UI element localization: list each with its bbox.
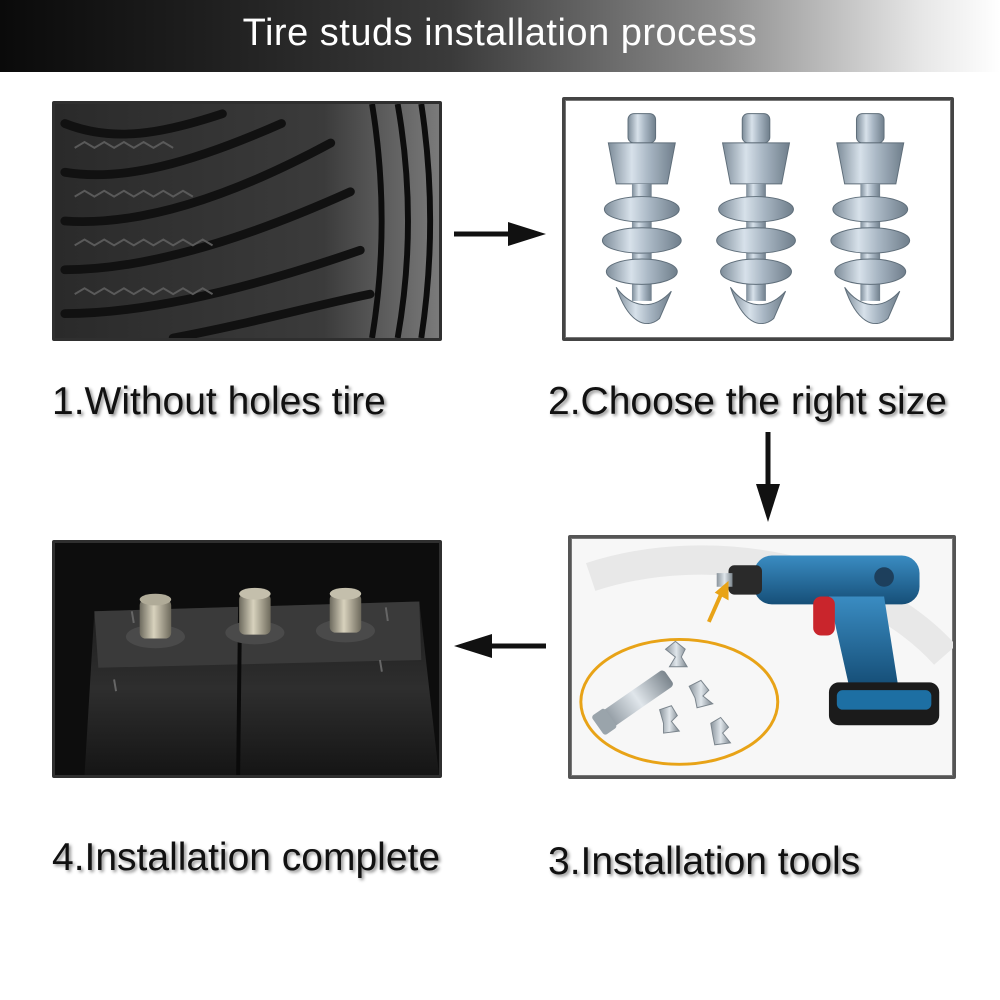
- step-3-label: 3.Installation tools: [548, 840, 861, 883]
- arrow-down-icon: [756, 432, 780, 522]
- step-1-label: 1.Without holes tire: [52, 380, 386, 423]
- arrow-right-icon: [454, 222, 546, 246]
- tire-tread-photo: [52, 101, 442, 341]
- installation-tools-photo: [568, 535, 956, 779]
- step-4-label: 4.Installation complete: [52, 836, 441, 879]
- installed-studs-photo: [52, 540, 442, 778]
- studs-photo: [562, 97, 954, 341]
- page-title: Tire studs installation process: [242, 12, 758, 54]
- title-banner: Tire studs installation process: [0, 0, 1000, 72]
- step-2-label: 2.Choose the right size: [548, 380, 947, 423]
- arrow-left-icon: [454, 634, 546, 658]
